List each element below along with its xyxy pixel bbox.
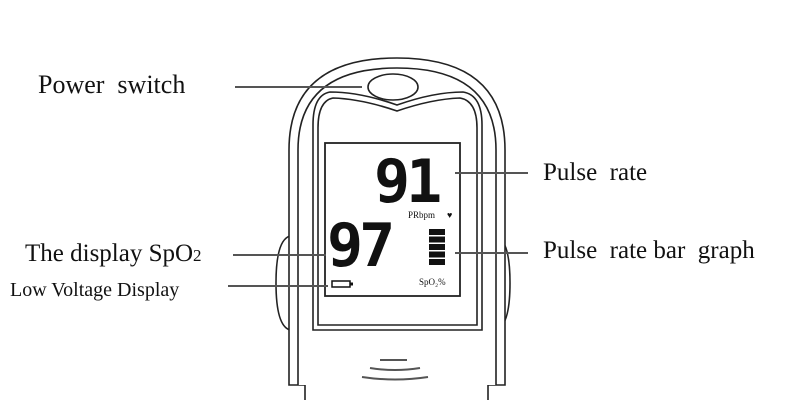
spo2-display-label-text: The display SpO <box>25 240 194 267</box>
pr-unit-label: PRbpm <box>408 210 436 220</box>
spo2-unit-label: SpO₂% <box>419 277 446 287</box>
pulse-bar-graph <box>429 229 445 265</box>
grip-grooves <box>361 359 429 381</box>
bar-segment <box>429 236 445 243</box>
left-side-grip <box>275 235 291 331</box>
power-switch-button[interactable] <box>367 73 419 101</box>
power-switch-label: Power switch <box>38 70 186 99</box>
bar-graph-label: Pulse rate bar graph <box>543 237 755 264</box>
pulse-rate-value: 91 <box>374 147 442 217</box>
bar-segment <box>429 251 445 258</box>
pulse-rate-label: Pulse rate <box>543 159 648 186</box>
bar-segment <box>429 244 445 250</box>
heart-icon: ♥ <box>447 210 453 220</box>
low-battery-icon <box>331 280 353 288</box>
bar-segment <box>429 229 445 235</box>
low-voltage-label: Low Voltage Display <box>10 279 180 301</box>
spo2-display-label: The display SpO2 <box>25 240 202 268</box>
spo2-display-label-subscript: 2 <box>193 246 202 265</box>
bar-segment <box>429 259 445 265</box>
lcd-screen <box>324 142 461 297</box>
spo2-value: 97 <box>327 211 395 281</box>
